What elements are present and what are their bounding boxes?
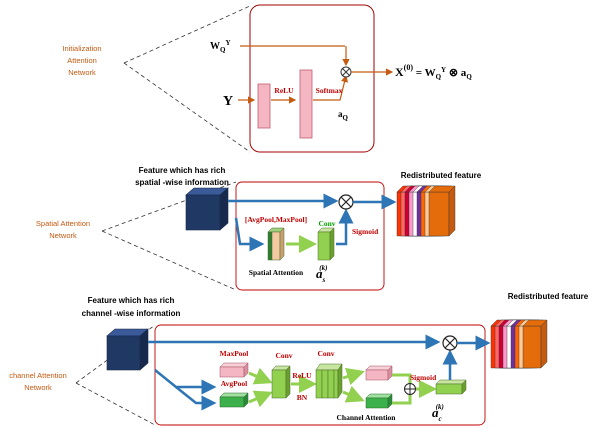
spatial-input-cube — [185, 187, 229, 231]
channel-network: channel Attention Network Feature which … — [9, 292, 589, 426]
spatial-output-label: Redistributed feature — [401, 171, 482, 180]
init-dash-bottom — [123, 62, 251, 153]
channel-output-stack — [490, 319, 548, 369]
channel-a-label: ac(k) — [432, 403, 444, 423]
spatial-conv-block — [317, 227, 335, 261]
init-y-label: Y — [223, 94, 233, 109]
channel-weight-block — [435, 379, 467, 395]
channel-sum-arrow-a — [392, 373, 412, 385]
init-wqy: WQY — [210, 39, 231, 54]
spatial-a-label: as(k) — [316, 264, 327, 284]
channel-attention-label: Channel Attention — [337, 413, 397, 422]
channel-maxpool-block — [219, 362, 249, 378]
spatial-attention-label: Spatial Attention — [249, 268, 304, 277]
channel-side-label-2: Network — [24, 383, 52, 392]
init-aq: aQ — [338, 109, 349, 122]
channel-bn-label: BN — [297, 393, 308, 402]
channel-conv2-label: Conv — [317, 349, 334, 358]
channel-avgpool-label: AvgPool — [221, 379, 248, 388]
channel-sum-arrow-b — [392, 394, 412, 405]
init-softmax-arrow — [313, 74, 349, 101]
spatial-dash-top — [101, 181, 237, 232]
channel-avgpool-arrow — [175, 386, 217, 411]
init-side-label-1: Initialization — [62, 44, 101, 53]
channel-fc-arrow-a — [342, 367, 365, 386]
spatial-pool-block — [267, 227, 285, 261]
channel-conv1-block — [271, 365, 291, 399]
feature-layer — [522, 325, 542, 369]
spatial-output-stack — [396, 185, 456, 237]
spatial-conv-label: Conv — [318, 219, 335, 228]
spatial-box — [235, 181, 385, 291]
channel-avgpool-block — [219, 392, 249, 408]
init-block-1 — [257, 83, 271, 129]
channel-conv1-arrow-b — [248, 390, 273, 408]
init-box — [249, 4, 375, 153]
spatial-side-label-1: Spatial Attention — [36, 219, 90, 228]
init-relu: ReLU — [274, 86, 294, 95]
channel-input-cube — [106, 328, 149, 371]
init-network: Initialization Attention Network WQY Y R… — [62, 4, 472, 153]
feature-stack-side — [448, 185, 456, 237]
channel-feature-label-1: Feature which has rich — [88, 296, 175, 305]
channel-maxpool-label: MaxPool — [220, 349, 249, 358]
spatial-pool-label: [AvgPool,MaxPool] — [245, 215, 307, 224]
feature-layer — [428, 191, 450, 237]
spatial-feature-label-1: Feature which has rich — [139, 166, 226, 175]
channel-conv2-block — [315, 363, 343, 399]
channel-sigmoid-label: Sigmoid — [410, 373, 437, 382]
channel-maxpool-arrow — [154, 369, 217, 395]
channel-box — [154, 324, 486, 426]
channel-fc-arrow-b — [342, 385, 365, 403]
init-block-2 — [299, 69, 313, 139]
init-dash-top — [123, 5, 251, 64]
init-side-label-3: Network — [68, 68, 96, 77]
channel-conv1-arrow-a — [248, 367, 273, 385]
init-formula: X(0) = WQY ⊗ aQ — [395, 63, 472, 81]
spatial-network: Spatial Attention Network Feature which … — [36, 166, 482, 291]
channel-output-label: Redistributed feature — [508, 292, 589, 301]
init-softmax: Softmax — [316, 86, 343, 95]
channel-fc-max-block — [365, 365, 393, 381]
spatial-side-label-2: Network — [49, 231, 77, 240]
channel-side-label-1: channel Attention — [9, 371, 67, 380]
channel-relu-label: ReLU — [292, 371, 312, 380]
feature-stack-side — [540, 319, 548, 369]
spatial-sigmoid-arrow — [336, 208, 354, 246]
channel-fc-avg-block — [365, 393, 393, 409]
spatial-dash-bottom — [101, 230, 237, 291]
spatial-pool-arrow — [234, 217, 265, 252]
channel-feature-label-2: channel -wise information — [82, 309, 181, 318]
spatial-feature-label-2: spatial -wise information — [135, 178, 229, 187]
channel-conv1-label: Conv — [275, 351, 292, 360]
channel-dash-bottom — [75, 382, 156, 426]
spatial-sigmoid-label: Sigmoid — [352, 227, 379, 236]
init-side-label-2: Attention — [67, 56, 97, 65]
